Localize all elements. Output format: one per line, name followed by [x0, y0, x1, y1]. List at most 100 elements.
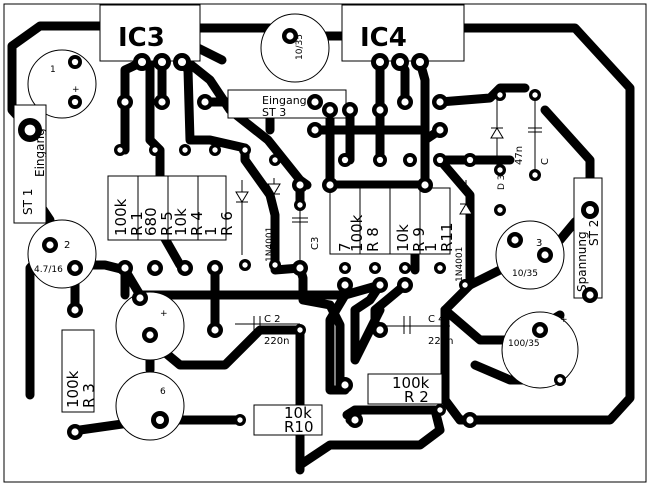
pads: [18, 28, 599, 440]
solder-pad: [433, 153, 447, 167]
solder-pad: [403, 153, 417, 167]
ic-IC3: IC3: [99, 4, 201, 62]
elcap-c9-value: 100/35: [508, 339, 540, 349]
solder-pad: [234, 414, 246, 426]
solder-pad: [294, 324, 306, 336]
solder-pad: [147, 260, 163, 276]
d4-part: 1N4001: [455, 247, 465, 282]
ic-IC3-label: IC3: [118, 23, 165, 53]
d3-ref: D 3: [497, 174, 507, 190]
r4-ref: R 4: [188, 211, 206, 236]
solder-pad: [207, 322, 223, 338]
capacitor-c4: C 4 220n: [380, 314, 453, 347]
resistor-block-right: 7 100k R 8 10k R 9 1 R11: [329, 187, 456, 255]
solder-pad: [369, 262, 381, 274]
diode-d3: D 3: [490, 95, 507, 190]
solder-pad: [507, 232, 523, 248]
r4-value: 10k: [172, 208, 190, 236]
solder-pad: [372, 102, 388, 118]
resistor-r10: 10k R10: [253, 404, 323, 436]
solder-pad: [307, 122, 323, 138]
r7-value: 7: [336, 242, 354, 252]
r9-value: 10k: [394, 224, 412, 252]
solder-pad: [179, 144, 191, 156]
elcap-c7: 10/35: [260, 13, 330, 83]
solder-pad: [114, 144, 126, 156]
c2-ref: C 2: [264, 314, 281, 325]
solder-pad: [494, 204, 506, 216]
solder-pad: [67, 424, 83, 440]
solder-pad: [432, 94, 448, 110]
st1-ref: ST 1: [21, 189, 35, 215]
solder-pad: [462, 412, 478, 428]
solder-pad: [582, 287, 598, 303]
diode-d4: 1N4001: [455, 180, 473, 282]
board-outline: [3, 3, 647, 483]
ic-IC4: IC4: [341, 4, 465, 62]
c2-value: 220n: [264, 336, 289, 347]
solder-pad: [154, 94, 170, 110]
elcap-c9-plus: +: [560, 315, 568, 325]
solder-pad: [151, 411, 169, 429]
elcap-c5-plus: +: [160, 309, 168, 319]
d1-part: 1N4001: [265, 227, 275, 262]
resistor-r2: 100k R 2: [367, 373, 443, 406]
r8-value: 100k: [348, 214, 366, 252]
solder-pad: [207, 260, 223, 276]
elcap-c9: + 100/35: [501, 311, 579, 389]
solder-pad: [67, 260, 83, 276]
r5-value: 680: [142, 207, 160, 236]
elcap-tl-pin1: 1: [50, 65, 56, 75]
solder-pad: [294, 199, 306, 211]
solder-pad: [142, 327, 158, 343]
solder-pad: [173, 53, 191, 71]
r11-ref: R11: [438, 222, 456, 252]
capacitor-c2: C 2 220n: [235, 314, 300, 347]
diode-d2: [267, 178, 281, 205]
elcap-c8-pin3: 3: [536, 238, 542, 249]
solder-pad: [372, 322, 388, 338]
r5-ref: R 5: [158, 211, 176, 236]
solder-pad: [153, 53, 171, 71]
solder-pad: [132, 290, 148, 306]
solder-pad: [282, 28, 298, 44]
solder-pad: [347, 412, 363, 428]
solder-pad: [322, 102, 338, 118]
solder-pad: [338, 153, 352, 167]
elcap-c7-value: 10/35: [295, 34, 305, 60]
solder-pad: [239, 259, 251, 271]
elcap-c8: 3 10/35: [495, 220, 565, 290]
solder-pad: [494, 89, 506, 101]
c-ref: C: [540, 158, 551, 165]
solder-pad: [537, 247, 553, 263]
solder-pad: [322, 177, 338, 193]
solder-pad: [554, 374, 566, 386]
solder-pad: [42, 237, 58, 253]
elcap-tl-plus: +: [72, 85, 80, 95]
solder-pad: [581, 201, 599, 219]
r10-value: 10k: [284, 404, 312, 422]
elcap-c5: +: [115, 291, 185, 361]
solder-pad: [269, 259, 281, 271]
solder-pad: [399, 262, 411, 274]
elcap-lm-value: 4.7/16: [34, 265, 63, 275]
solder-pad: [68, 55, 82, 69]
ic-IC4-label: IC4: [360, 23, 407, 53]
solder-pad: [209, 144, 221, 156]
st2-name: Spannung: [575, 231, 589, 292]
solder-pad: [239, 144, 251, 156]
solder-pad: [18, 118, 42, 142]
resistor-block-left: 100k R 1 680 R 5 10k R 4 1 R 6: [107, 175, 236, 241]
solder-pad: [68, 95, 82, 109]
r6-value: 1: [202, 226, 220, 236]
solder-pad: [307, 94, 323, 110]
elcap-lm-pin2: 2: [64, 240, 70, 251]
elcap-c6-pin: 6: [160, 387, 166, 397]
r3-value: 100k: [64, 370, 82, 408]
r2-value: 100k: [392, 374, 430, 392]
solder-pad: [411, 53, 429, 71]
solder-pad: [373, 153, 387, 167]
solder-pad: [494, 164, 506, 176]
solder-pad: [133, 53, 151, 71]
